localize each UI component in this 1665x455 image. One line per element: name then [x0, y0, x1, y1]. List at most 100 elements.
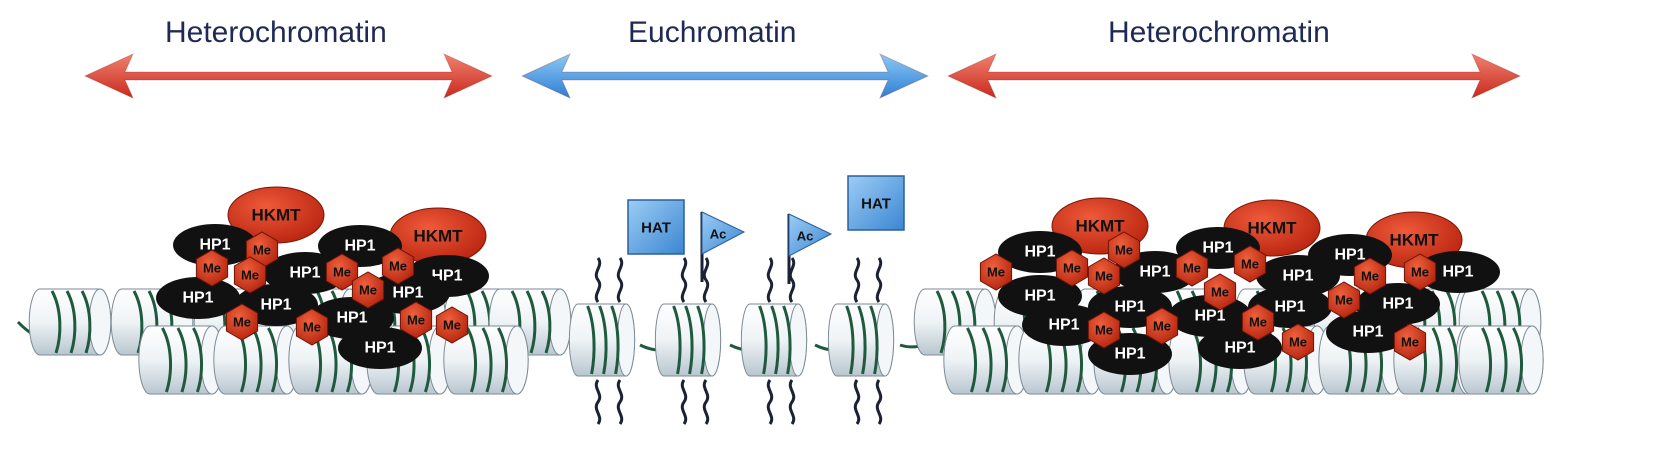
heterochromatin-left-arrow — [83, 52, 494, 100]
nucleosome — [213, 325, 299, 395]
me-methyl-mark — [1403, 253, 1437, 291]
histone-tail — [680, 257, 688, 303]
histone-tail — [616, 379, 624, 425]
protein-label: HP1 — [1282, 268, 1313, 285]
protein-label: Me — [303, 320, 321, 335]
nucleosome — [443, 325, 529, 395]
dna-wrap — [598, 305, 608, 375]
dna-wrap — [192, 327, 204, 393]
heterochromatin-left-label: Heterochromatin — [165, 16, 387, 49]
region-arrows — [83, 52, 1522, 100]
histone-tail — [875, 257, 883, 303]
me-methyl-mark — [195, 249, 229, 287]
histone-tail — [702, 379, 710, 425]
histone-tail — [680, 379, 688, 425]
nucleosome — [28, 288, 112, 356]
dna-wrap — [80, 290, 92, 354]
me-methyl-mark — [1393, 323, 1427, 361]
protein-label: Me — [1211, 285, 1229, 300]
euchromatin-nucleosome — [740, 303, 808, 377]
me-methyl-mark — [1233, 245, 1267, 283]
dna-wrap — [1512, 327, 1524, 393]
protein-label: Me — [241, 268, 259, 283]
protein-label: HKMT — [413, 227, 463, 246]
protein-label: Me — [407, 313, 425, 328]
protein-label: Me — [203, 261, 221, 276]
heterochromatin-right-label: Heterochromatin — [1108, 16, 1330, 49]
nucleosome-face — [788, 303, 808, 377]
dna-wrap — [466, 327, 478, 393]
me-methyl-mark — [351, 271, 385, 309]
protein-label: HP1 — [1024, 244, 1055, 261]
protein-label: HP1 — [182, 290, 213, 307]
protein-label: Me — [389, 259, 407, 274]
protein-label: HP1 — [392, 285, 423, 302]
protein-label: Me — [1335, 293, 1353, 308]
histone-tail — [616, 257, 624, 303]
dna-wrap — [935, 290, 947, 354]
dna-wrap — [1431, 327, 1443, 393]
protein-label: Me — [1241, 257, 1259, 272]
dna-wrap — [869, 305, 879, 375]
histone-tail — [702, 257, 710, 303]
nucleosome — [943, 325, 1029, 395]
ac-acetyl-flag — [788, 213, 833, 257]
me-methyl-mark — [225, 303, 259, 341]
protein-label: Me — [1095, 269, 1113, 284]
dna-wrap — [758, 305, 768, 375]
histone-tail — [853, 379, 861, 425]
protein-label: HP1 — [1139, 264, 1170, 281]
nucleosome-face — [548, 288, 572, 356]
protein-label: HP1 — [1048, 317, 1079, 334]
hp1-protein — [1168, 295, 1252, 337]
me-methyl-mark — [1175, 249, 1209, 287]
protein-label: HP1 — [1024, 288, 1055, 305]
euchromatin-nucleosome — [568, 303, 636, 377]
me-methyl-mark — [233, 256, 267, 294]
protein-label: Me — [1095, 323, 1113, 338]
hat-enzyme — [627, 199, 685, 255]
histone-tail — [788, 379, 796, 425]
euchromatin-nucleosome — [827, 303, 895, 377]
me-methyl-mark — [1281, 323, 1315, 361]
protein-label: Me — [1115, 243, 1133, 258]
dna-wrap — [770, 305, 780, 375]
me-methyl-mark — [325, 253, 359, 291]
dna-wrap — [610, 305, 620, 375]
dna-wrap — [497, 327, 509, 393]
protein-label: HP1 — [260, 297, 291, 314]
me-methyl-mark — [1055, 249, 1089, 287]
protein-label: HP1 — [1224, 340, 1255, 357]
dna-wrap — [586, 305, 596, 375]
dna-wrap — [997, 327, 1009, 393]
histone-tail — [766, 379, 774, 425]
protein-label: Me — [1183, 261, 1201, 276]
dna-wrap — [65, 290, 77, 354]
me-methyl-mark — [435, 306, 469, 344]
nucleosome-face — [1520, 325, 1544, 395]
dna-wrap — [845, 305, 855, 375]
protein-label: Me — [1063, 261, 1081, 276]
hp1-protein — [1022, 304, 1106, 346]
histone-tail — [766, 257, 774, 303]
protein-label: HP1 — [1202, 240, 1233, 257]
nucleosome-face — [88, 288, 112, 356]
protein-label: HP1 — [1382, 296, 1413, 313]
hp1-protein — [1256, 255, 1340, 297]
protein-label: HP1 — [1352, 324, 1383, 341]
hp1-protein — [338, 327, 422, 369]
me-methyl-mark — [979, 253, 1013, 291]
protein-label: Me — [1249, 315, 1267, 330]
dna-wrap — [525, 290, 537, 354]
me-methyl-mark — [1145, 307, 1179, 345]
nucleosome-face — [875, 303, 895, 377]
heterochromatin-right-arrow — [946, 52, 1522, 100]
protein-label: Me — [233, 315, 251, 330]
nucleosome-face — [616, 303, 636, 377]
dna-wrap — [672, 305, 682, 375]
hat-enzyme — [847, 175, 905, 231]
histone-tails — [594, 257, 883, 425]
dna-wrap — [782, 305, 792, 375]
protein-label: HAT — [641, 220, 671, 237]
protein-label: HKMT — [1247, 219, 1297, 238]
